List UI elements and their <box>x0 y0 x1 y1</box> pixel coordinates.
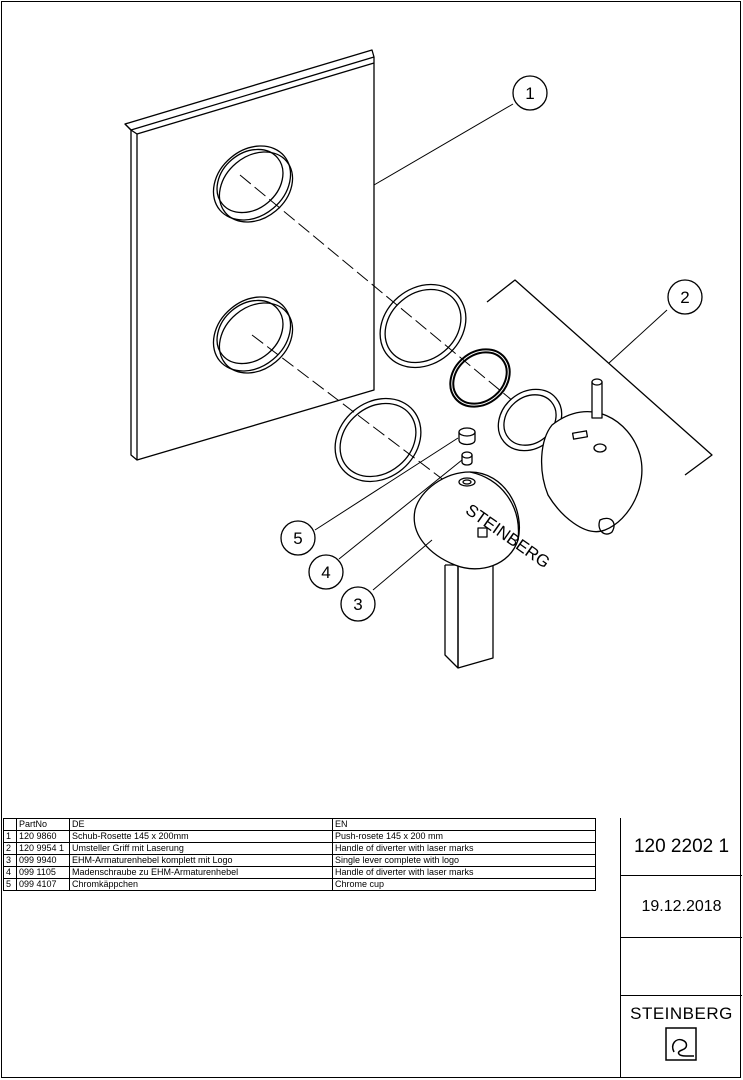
row-de: Schub-Rosette 145 x 200mm <box>69 830 333 843</box>
drawing-date: 19.12.2018 <box>621 876 742 938</box>
header-en: EN <box>332 818 596 831</box>
row-en: Chrome cup <box>332 878 596 891</box>
title-block-empty-cell <box>621 938 742 996</box>
leader-lines <box>314 103 668 591</box>
row-en: Handle of diverter with laser marks <box>332 866 596 879</box>
row-index: 1 <box>3 830 17 843</box>
balloon-4-label: 4 <box>321 563 330 582</box>
single-lever: STEINBERG <box>413 471 553 669</box>
steinberg-logo-icon <box>477 527 488 538</box>
row-de: Madenschraube zu EHM-Armaturenhebel <box>69 866 333 879</box>
brand-cell: STEINBERG <box>621 996 742 1077</box>
row-en: Single lever complete with logo <box>332 854 596 867</box>
row-de: Umsteller Griff mit Laserung <box>69 842 333 855</box>
row-partno: 099 4107 <box>16 878 70 891</box>
balloon-1-label: 1 <box>525 84 534 103</box>
chrome-cap <box>458 427 476 446</box>
diverter-handle <box>497 378 643 535</box>
brand-name: STEINBERG <box>630 1003 733 1023</box>
row-de: EHM-Armaturenhebel komplett mit Logo <box>69 854 333 867</box>
row-partno: 120 9860 <box>16 830 70 843</box>
row-index: 2 <box>3 842 17 855</box>
exploded-view-drawing: STEINBERG 1 2 3 4 <box>124 49 713 669</box>
center-lines <box>239 174 561 501</box>
row-partno: 120 9954 1 <box>16 842 70 855</box>
header-partno: PartNo <box>16 818 70 831</box>
header-de: DE <box>69 818 333 831</box>
row-index: 3 <box>3 854 17 867</box>
callout-balloons <box>280 75 703 622</box>
table-row: 5 099 4107 Chromkäppchen Chrome cup <box>3 878 596 891</box>
row-partno: 099 9940 <box>16 854 70 867</box>
row-partno: 099 1105 <box>16 866 70 879</box>
balloon-5-label: 5 <box>293 529 302 548</box>
table-row: 4 099 1105 Madenschraube zu EHM-Armature… <box>3 866 596 879</box>
table-row: 3 099 9940 EHM-Armaturenhebel komplett m… <box>3 854 596 867</box>
row-index: 4 <box>3 866 17 879</box>
part2-bracket <box>486 279 713 476</box>
header-index <box>3 818 17 831</box>
balloon-3-label: 3 <box>353 595 362 614</box>
grub-screw <box>461 451 473 466</box>
row-index: 5 <box>3 878 17 891</box>
row-en: Push-rosete 145 x 200 mm <box>332 830 596 843</box>
parts-table-header: PartNo DE EN <box>3 818 596 831</box>
parts-list-table: PartNo DE EN 1 120 9860 Schub-Rosette 14… <box>3 818 596 891</box>
title-block: 120 2202 1 19.12.2018 STEINBERG <box>620 818 742 1077</box>
push-rosette-plate <box>124 49 375 461</box>
row-de: Chromkäppchen <box>69 878 333 891</box>
table-row: 2 120 9954 1 Umsteller Griff mit Laserun… <box>3 842 596 855</box>
steinberg-logo-icon <box>664 1026 697 1061</box>
balloon-2-label: 2 <box>680 288 689 307</box>
seal-rings <box>334 283 511 483</box>
row-en: Handle of diverter with laser marks <box>332 842 596 855</box>
table-row: 1 120 9860 Schub-Rosette 145 x 200mm Pus… <box>3 830 596 843</box>
drawing-number: 120 2202 1 <box>621 818 742 876</box>
